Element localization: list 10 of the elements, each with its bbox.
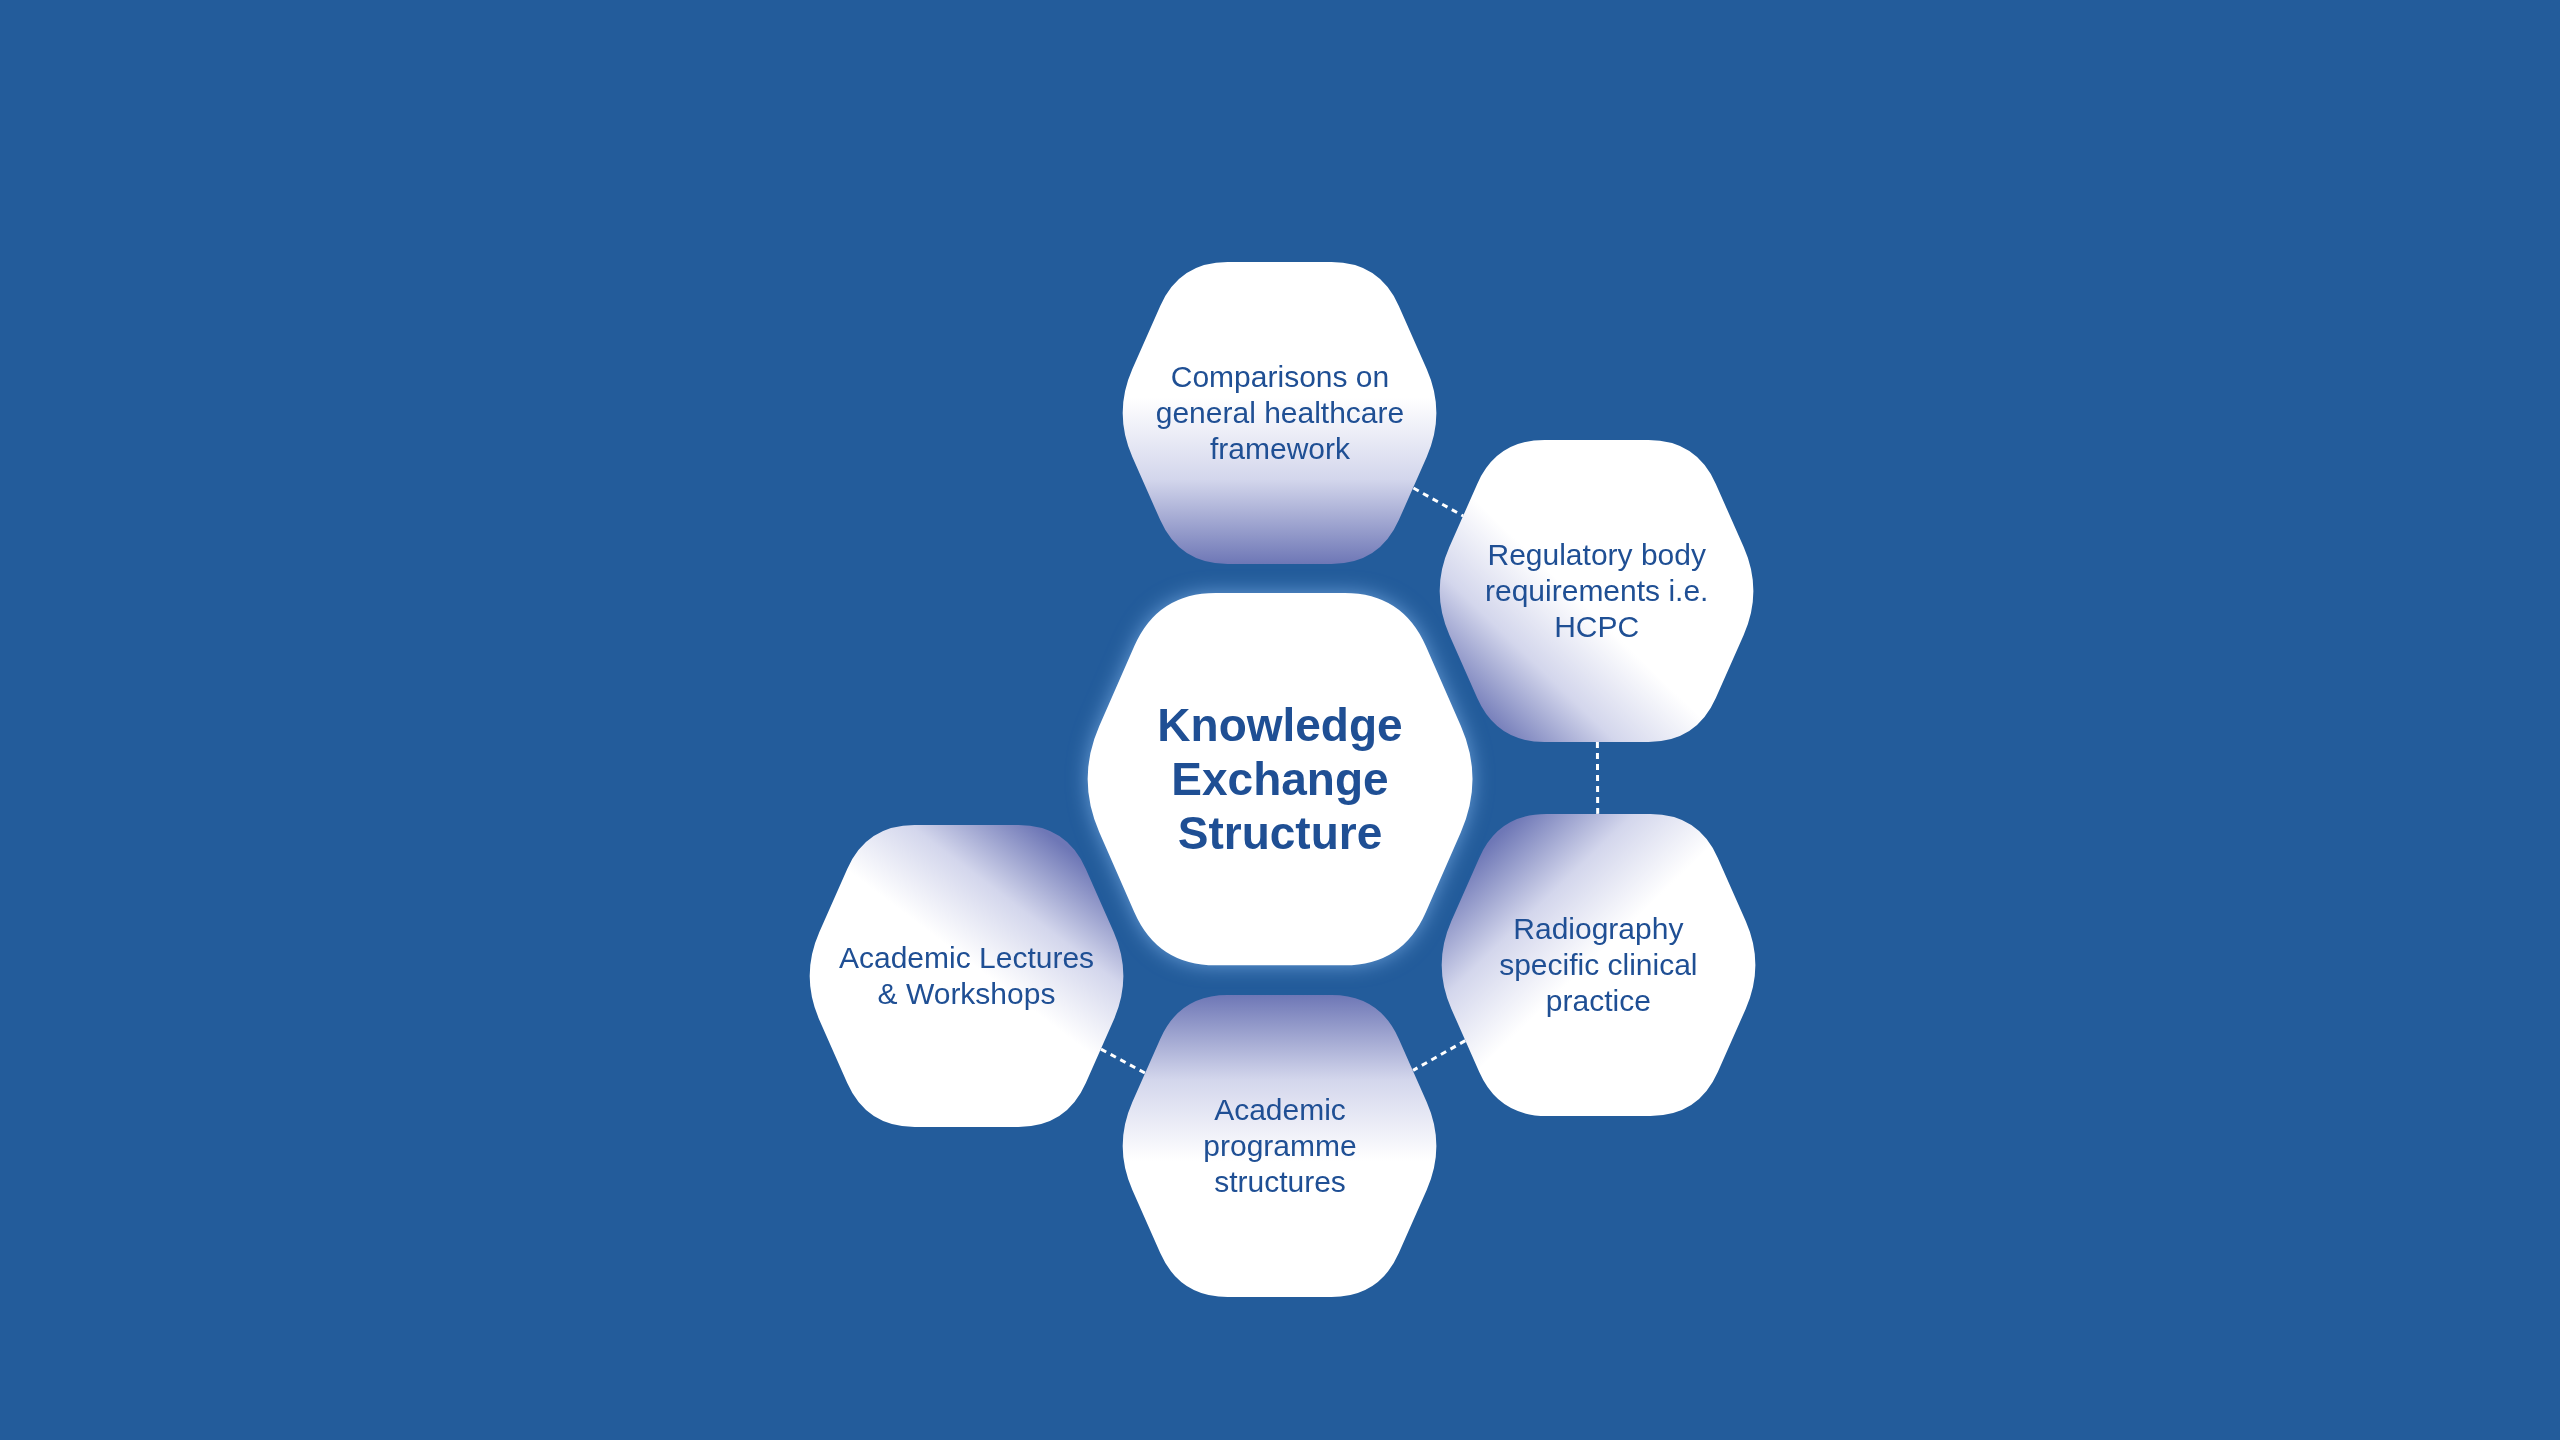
node-label: Comparisons on general healthcare framework [1154,359,1406,468]
node-label: Academic programme structures [1202,1092,1358,1201]
node-label: Academic Lectures & Workshops [837,940,1096,1013]
center-title: Knowledge Exchange Structure [1156,697,1404,860]
node-label: Radiography specific clinical practice [1498,910,1699,1019]
dotted-connector [1412,1039,1466,1072]
dotted-connector [1595,742,1600,814]
dotted-connector [1412,486,1464,518]
node-label: Regulatory body requirements i.e. HCPC [1484,537,1710,645]
dotted-connector [1100,1047,1147,1075]
